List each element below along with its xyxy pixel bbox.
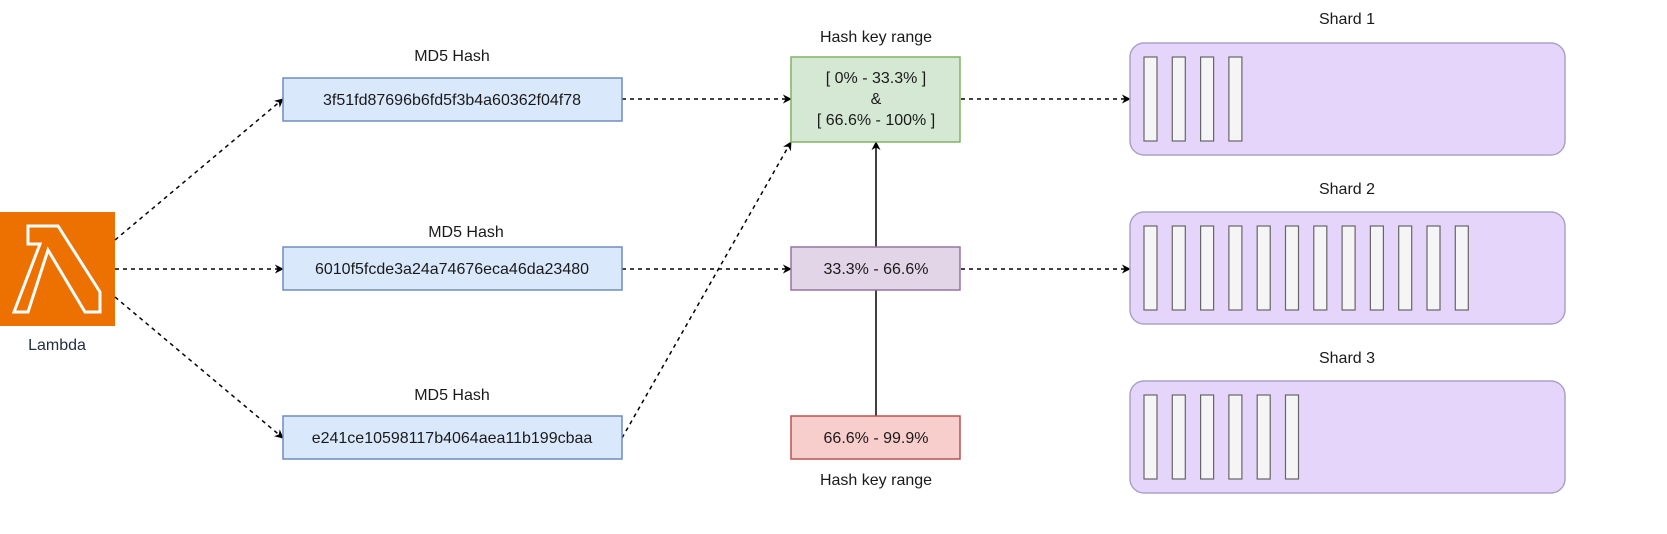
shard-2-record bbox=[1313, 225, 1328, 311]
range-bottom-label: Hash key range bbox=[820, 472, 932, 489]
shard-3-record bbox=[1199, 394, 1215, 480]
shard-2-record bbox=[1341, 225, 1356, 311]
connector-hash-3-range bbox=[621, 141, 792, 439]
shard-3-record bbox=[1143, 394, 1158, 480]
range-combined-line-1: [ 0% - 33.3% ] bbox=[826, 70, 927, 87]
hash-label-1: MD5 Hash bbox=[414, 48, 490, 65]
shard-1-record bbox=[1143, 56, 1158, 142]
shard-3-record bbox=[1284, 394, 1300, 480]
hash-value-3: e241ce10598117b4064aea11b199cbaa bbox=[312, 430, 593, 447]
shard-1-record bbox=[1199, 56, 1215, 142]
hash-value-2: 6010f5fcde3a24a74676eca46da23480 bbox=[315, 261, 589, 278]
shard-label-1: Shard 1 bbox=[1319, 11, 1375, 28]
range-bottom-value: 66.6% - 99.9% bbox=[824, 430, 929, 447]
hash-value-1: 3f51fd87696b6fd5f3b4a60362f04f78 bbox=[323, 92, 581, 109]
shard-1-record bbox=[1228, 56, 1243, 142]
shard-2-record bbox=[1369, 225, 1385, 311]
shard-2-record bbox=[1454, 225, 1469, 311]
shard-1-record bbox=[1171, 56, 1186, 142]
shard-2-record bbox=[1143, 225, 1158, 311]
range-middle-box[interactable] bbox=[790, 246, 961, 291]
range-combined-line-3: [ 66.6% - 100% ] bbox=[817, 112, 935, 129]
shard-3[interactable] bbox=[1129, 380, 1566, 494]
lambda-label: Lambda bbox=[28, 337, 86, 354]
shard-2-record bbox=[1228, 225, 1243, 311]
shard-2-record bbox=[1284, 225, 1300, 311]
shard-2-record bbox=[1256, 225, 1271, 311]
shard-2-record bbox=[1426, 225, 1441, 311]
hash-box-1[interactable] bbox=[282, 77, 623, 122]
hash-box-3[interactable] bbox=[282, 415, 623, 460]
shard-3-records bbox=[1143, 394, 1300, 480]
range-top-label: Hash key range bbox=[820, 29, 932, 46]
range-bottom-box[interactable] bbox=[790, 415, 961, 460]
connector-lambda-hash-3 bbox=[114, 296, 284, 439]
lambda-icon-background bbox=[0, 212, 115, 326]
shard-1[interactable] bbox=[1129, 42, 1566, 156]
shard-3-record bbox=[1256, 394, 1271, 480]
connector-lambda-hash-1 bbox=[114, 98, 284, 241]
shard-3-record bbox=[1228, 394, 1243, 480]
shard-3-record bbox=[1171, 394, 1186, 480]
shard-2-record bbox=[1199, 225, 1215, 311]
range-middle-value: 33.3% - 66.6% bbox=[824, 261, 929, 278]
range-combined-line-2: & bbox=[871, 91, 882, 108]
shard-2-record bbox=[1171, 225, 1186, 311]
shard-label-2: Shard 2 bbox=[1319, 181, 1375, 198]
shard-label-3: Shard 3 bbox=[1319, 350, 1375, 367]
range-combined-box[interactable] bbox=[790, 56, 961, 143]
shard-1-records bbox=[1143, 56, 1243, 142]
shard-2-record bbox=[1398, 225, 1413, 311]
lambda-icon bbox=[11, 224, 102, 314]
lambda-node[interactable] bbox=[0, 212, 115, 326]
hash-box-2[interactable] bbox=[282, 246, 623, 291]
shard-2-records bbox=[1143, 225, 1469, 311]
hash-label-2: MD5 Hash bbox=[428, 224, 504, 241]
hash-label-3: MD5 Hash bbox=[414, 387, 490, 404]
